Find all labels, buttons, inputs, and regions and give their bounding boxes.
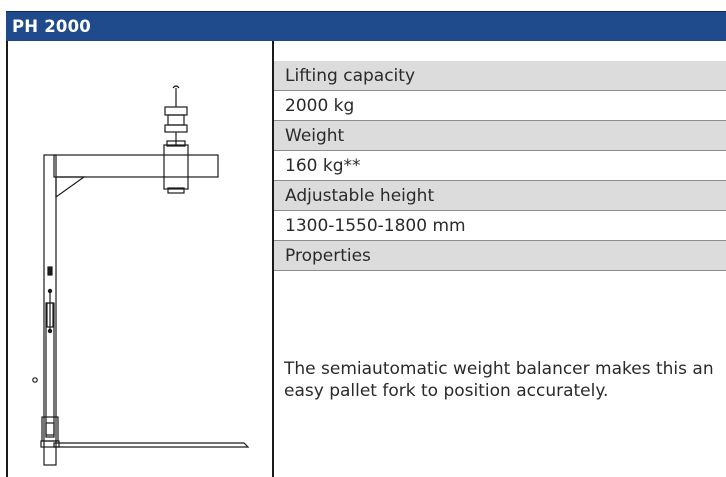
properties-description: The semiautomatic weight balancer makes …: [284, 359, 714, 401]
column-divider: [272, 41, 274, 477]
spec-label-adjustable-height: Adjustable height: [274, 181, 726, 211]
spec-value-lifting-capacity: 2000 kg: [274, 91, 726, 121]
spec-label-lifting-capacity: Lifting capacity: [274, 61, 726, 91]
pallet-fork-icon: [32, 85, 250, 466]
spec-value-adjustable-height: 1300-1550-1800 mm: [274, 211, 726, 241]
spec-label-text: Adjustable height: [285, 186, 435, 206]
spec-value-weight: 160 kg**: [274, 151, 726, 181]
spec-label-properties: Properties: [274, 241, 726, 271]
table-header: PH 2000: [6, 11, 726, 41]
spec-value-text: 2000 kg: [285, 96, 355, 116]
spec-value-text: 1300-1550-1800 mm: [285, 216, 466, 236]
product-title: PH 2000: [12, 17, 91, 36]
spec-label-text: Properties: [285, 246, 371, 266]
spec-label-weight: Weight: [274, 121, 726, 151]
left-border: [6, 41, 8, 477]
spec-label-text: Lifting capacity: [285, 66, 416, 86]
spec-label-text: Weight: [285, 126, 345, 146]
spec-value-text: 160 kg**: [285, 156, 361, 176]
